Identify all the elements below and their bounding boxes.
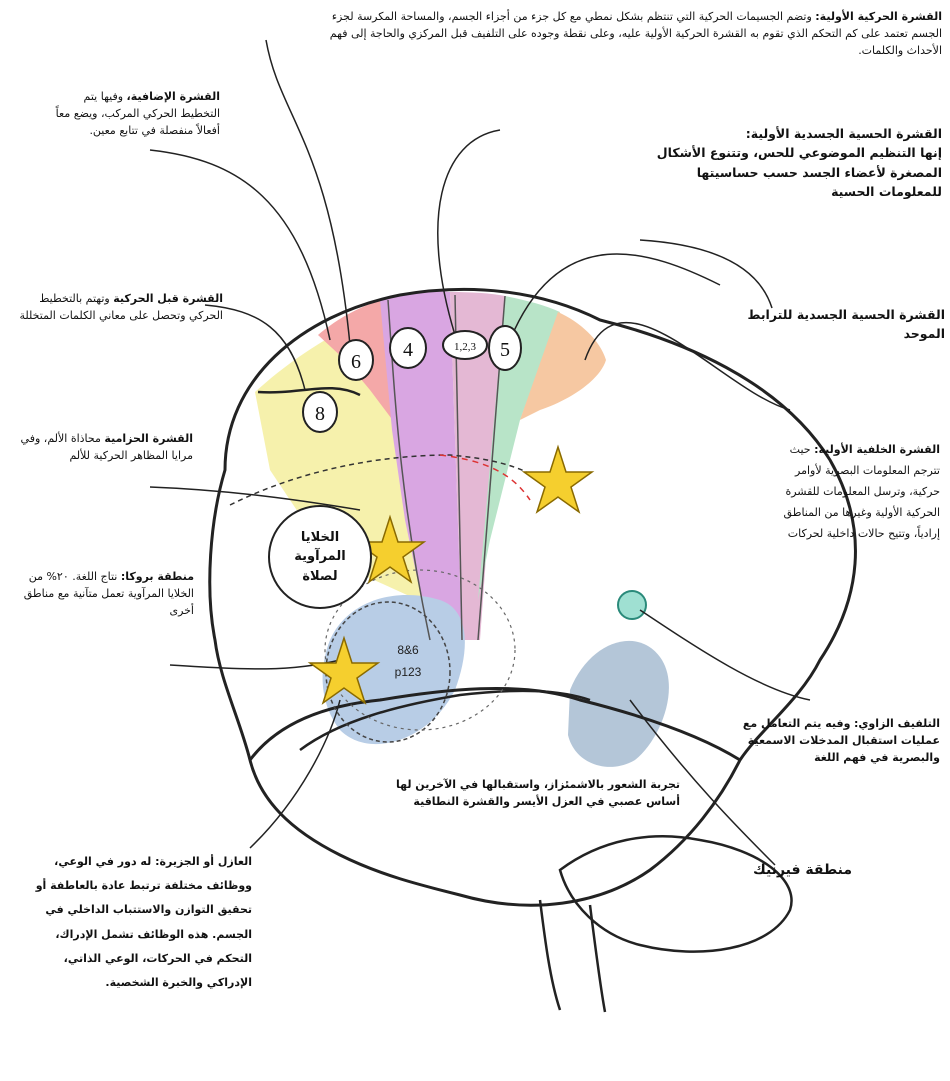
posterior-title: القشرة الخلفية الأولية: — [814, 443, 940, 456]
area-4-label: 4 — [403, 339, 413, 361]
brainstem-outline — [540, 900, 605, 1012]
somatosensory-body: إنها التنظيم الموضوعي للحس، وتتنوع الأشك… — [657, 145, 942, 199]
assoc-somatosensory-label: القشرة الحسية الجسدية للترابط الموحد — [715, 305, 945, 344]
broca-area-number-1: 8&6 — [397, 643, 419, 657]
area-8-marker: 8 — [303, 392, 337, 432]
broca-label: منطقة بروكا: نتاج اللغة. ٢٠% من الخلايا … — [14, 568, 194, 619]
area-4-marker: 4 — [390, 328, 426, 368]
area-6-label: 6 — [351, 351, 361, 373]
area-123-label: 1,2,3 — [454, 341, 477, 353]
broca-title: منطقة بروكا: — [121, 570, 194, 583]
supplementary-label: القشرة الإضافية، وفيها يتم التخطيط الحرك… — [48, 88, 220, 139]
broca-area-number-2: p123 — [395, 665, 422, 679]
wernicke-text: منطقة فيرنيك — [753, 862, 852, 878]
posterior-label: القشرة الخلفية الأولية: حيث تترجم المعلو… — [770, 440, 940, 544]
cingulate-label: القشرة الحزامية محاذاة الألم، وفي مرايا … — [18, 430, 193, 464]
area-5-label: 5 — [500, 339, 510, 361]
area-8-label: 8 — [315, 403, 325, 425]
wernicke-region — [568, 641, 669, 767]
area-6-marker: 6 — [339, 340, 373, 380]
mirror-neurons-text: الخلايا المرآوية لصلاة — [280, 528, 360, 587]
insula-title: العازل أو الجزيرة: — [155, 855, 252, 868]
mirror-neurons-bubble: الخلايا المرآوية لصلاة — [268, 505, 372, 609]
wernicke-label: منطقة فيرنيك — [742, 860, 852, 882]
posterior-body: حيث تترجم المعلومات البصرية لأوامر حركية… — [784, 443, 940, 540]
insula-body: له دور في الوعي، ووظائف مختلفة ترتبط عاد… — [36, 855, 252, 989]
star-marker — [524, 447, 592, 512]
empathy-label: تجربة الشعور بالاشمئزاز، واستقبالها في ا… — [380, 776, 680, 810]
area-123-marker: 1,2,3 — [443, 331, 487, 359]
insula-label: العازل أو الجزيرة: له دور في الوعي، ووظا… — [20, 850, 252, 995]
empathy-text: تجربة الشعور بالاشمئزاز، واستقبالها في ا… — [396, 778, 680, 808]
assoc-somatosensory-text: القشرة الحسية الجسدية للترابط الموحد — [747, 307, 945, 341]
premotor-title: القشرة قبل الحركية — [113, 292, 223, 305]
angular-gyrus-label: التلفيف الزاوي: وفيه يتم التعامل مع عملي… — [740, 715, 940, 766]
somatosensory-label: القشرة الحسية الجسدية الأولية: إنها التن… — [650, 124, 942, 202]
premotor-label: القشرة قبل الحركية وتهتم بالتخطيط الحركي… — [18, 290, 223, 324]
primary-motor-label: القشرة الحركية الأولية: وتضم الجسيمات ال… — [300, 8, 942, 59]
primary-motor-title: القشرة الحركية الأولية: — [815, 10, 942, 23]
somatosensory-title: القشرة الحسية الجسدية الأولية: — [650, 124, 942, 143]
supplementary-title: القشرة الإضافية، — [127, 90, 220, 103]
cingulate-title: القشرة الحزامية — [104, 432, 193, 445]
area-5-marker: 5 — [489, 326, 521, 370]
angular-gyrus-region — [618, 591, 646, 619]
angular-title: التلفيف الزاوي: — [854, 717, 940, 730]
